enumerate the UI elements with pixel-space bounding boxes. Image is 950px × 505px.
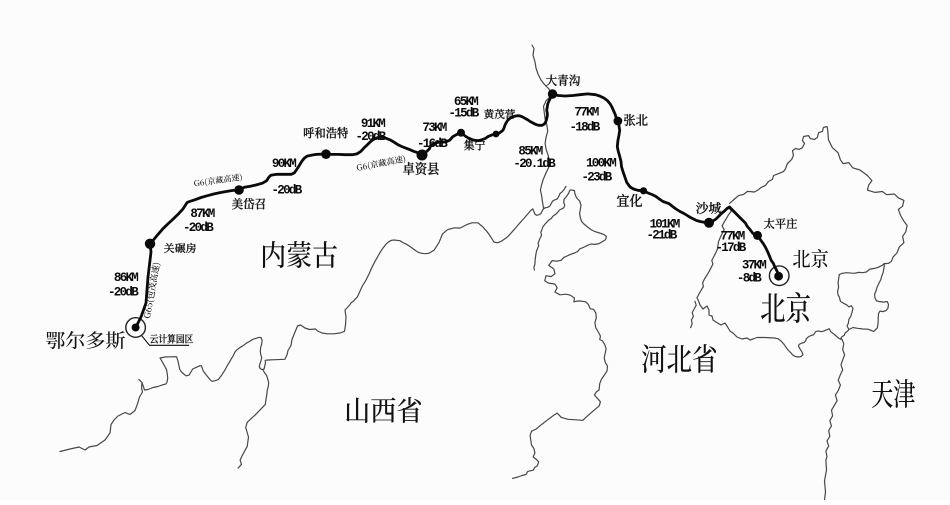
svg-text:85KM: 85KM bbox=[518, 145, 542, 159]
svg-text:-15dB: -15dB bbox=[448, 107, 479, 121]
svg-text:77KM: 77KM bbox=[720, 230, 744, 244]
svg-text:65KM: 65KM bbox=[454, 95, 478, 109]
svg-text:90KM: 90KM bbox=[272, 157, 296, 171]
svg-text:-8dB: -8dB bbox=[737, 271, 762, 285]
svg-text:-23dB: -23dB bbox=[581, 171, 612, 185]
svg-text:-17dB: -17dB bbox=[715, 241, 746, 255]
svg-text:-16dB: -16dB bbox=[417, 137, 448, 151]
svg-text:100KM: 100KM bbox=[586, 157, 616, 171]
svg-text:86KM: 86KM bbox=[114, 271, 138, 285]
svg-text:-20dB: -20dB bbox=[183, 221, 214, 235]
svg-text:-20dB: -20dB bbox=[108, 286, 139, 300]
svg-text:87KM: 87KM bbox=[190, 207, 214, 221]
svg-text:-20dB: -20dB bbox=[355, 130, 386, 144]
svg-text:73KM: 73KM bbox=[422, 121, 446, 135]
svg-text:-21dB: -21dB bbox=[646, 229, 677, 243]
svg-text:101KM: 101KM bbox=[649, 218, 679, 232]
svg-text:77KM: 77KM bbox=[574, 106, 598, 120]
svg-text:-18dB: -18dB bbox=[569, 121, 600, 135]
svg-text:91KM: 91KM bbox=[361, 117, 385, 131]
svg-text:37KM: 37KM bbox=[742, 259, 766, 273]
svg-text:-20.1dB: -20.1dB bbox=[513, 157, 556, 171]
svg-text:-20dB: -20dB bbox=[271, 184, 302, 198]
